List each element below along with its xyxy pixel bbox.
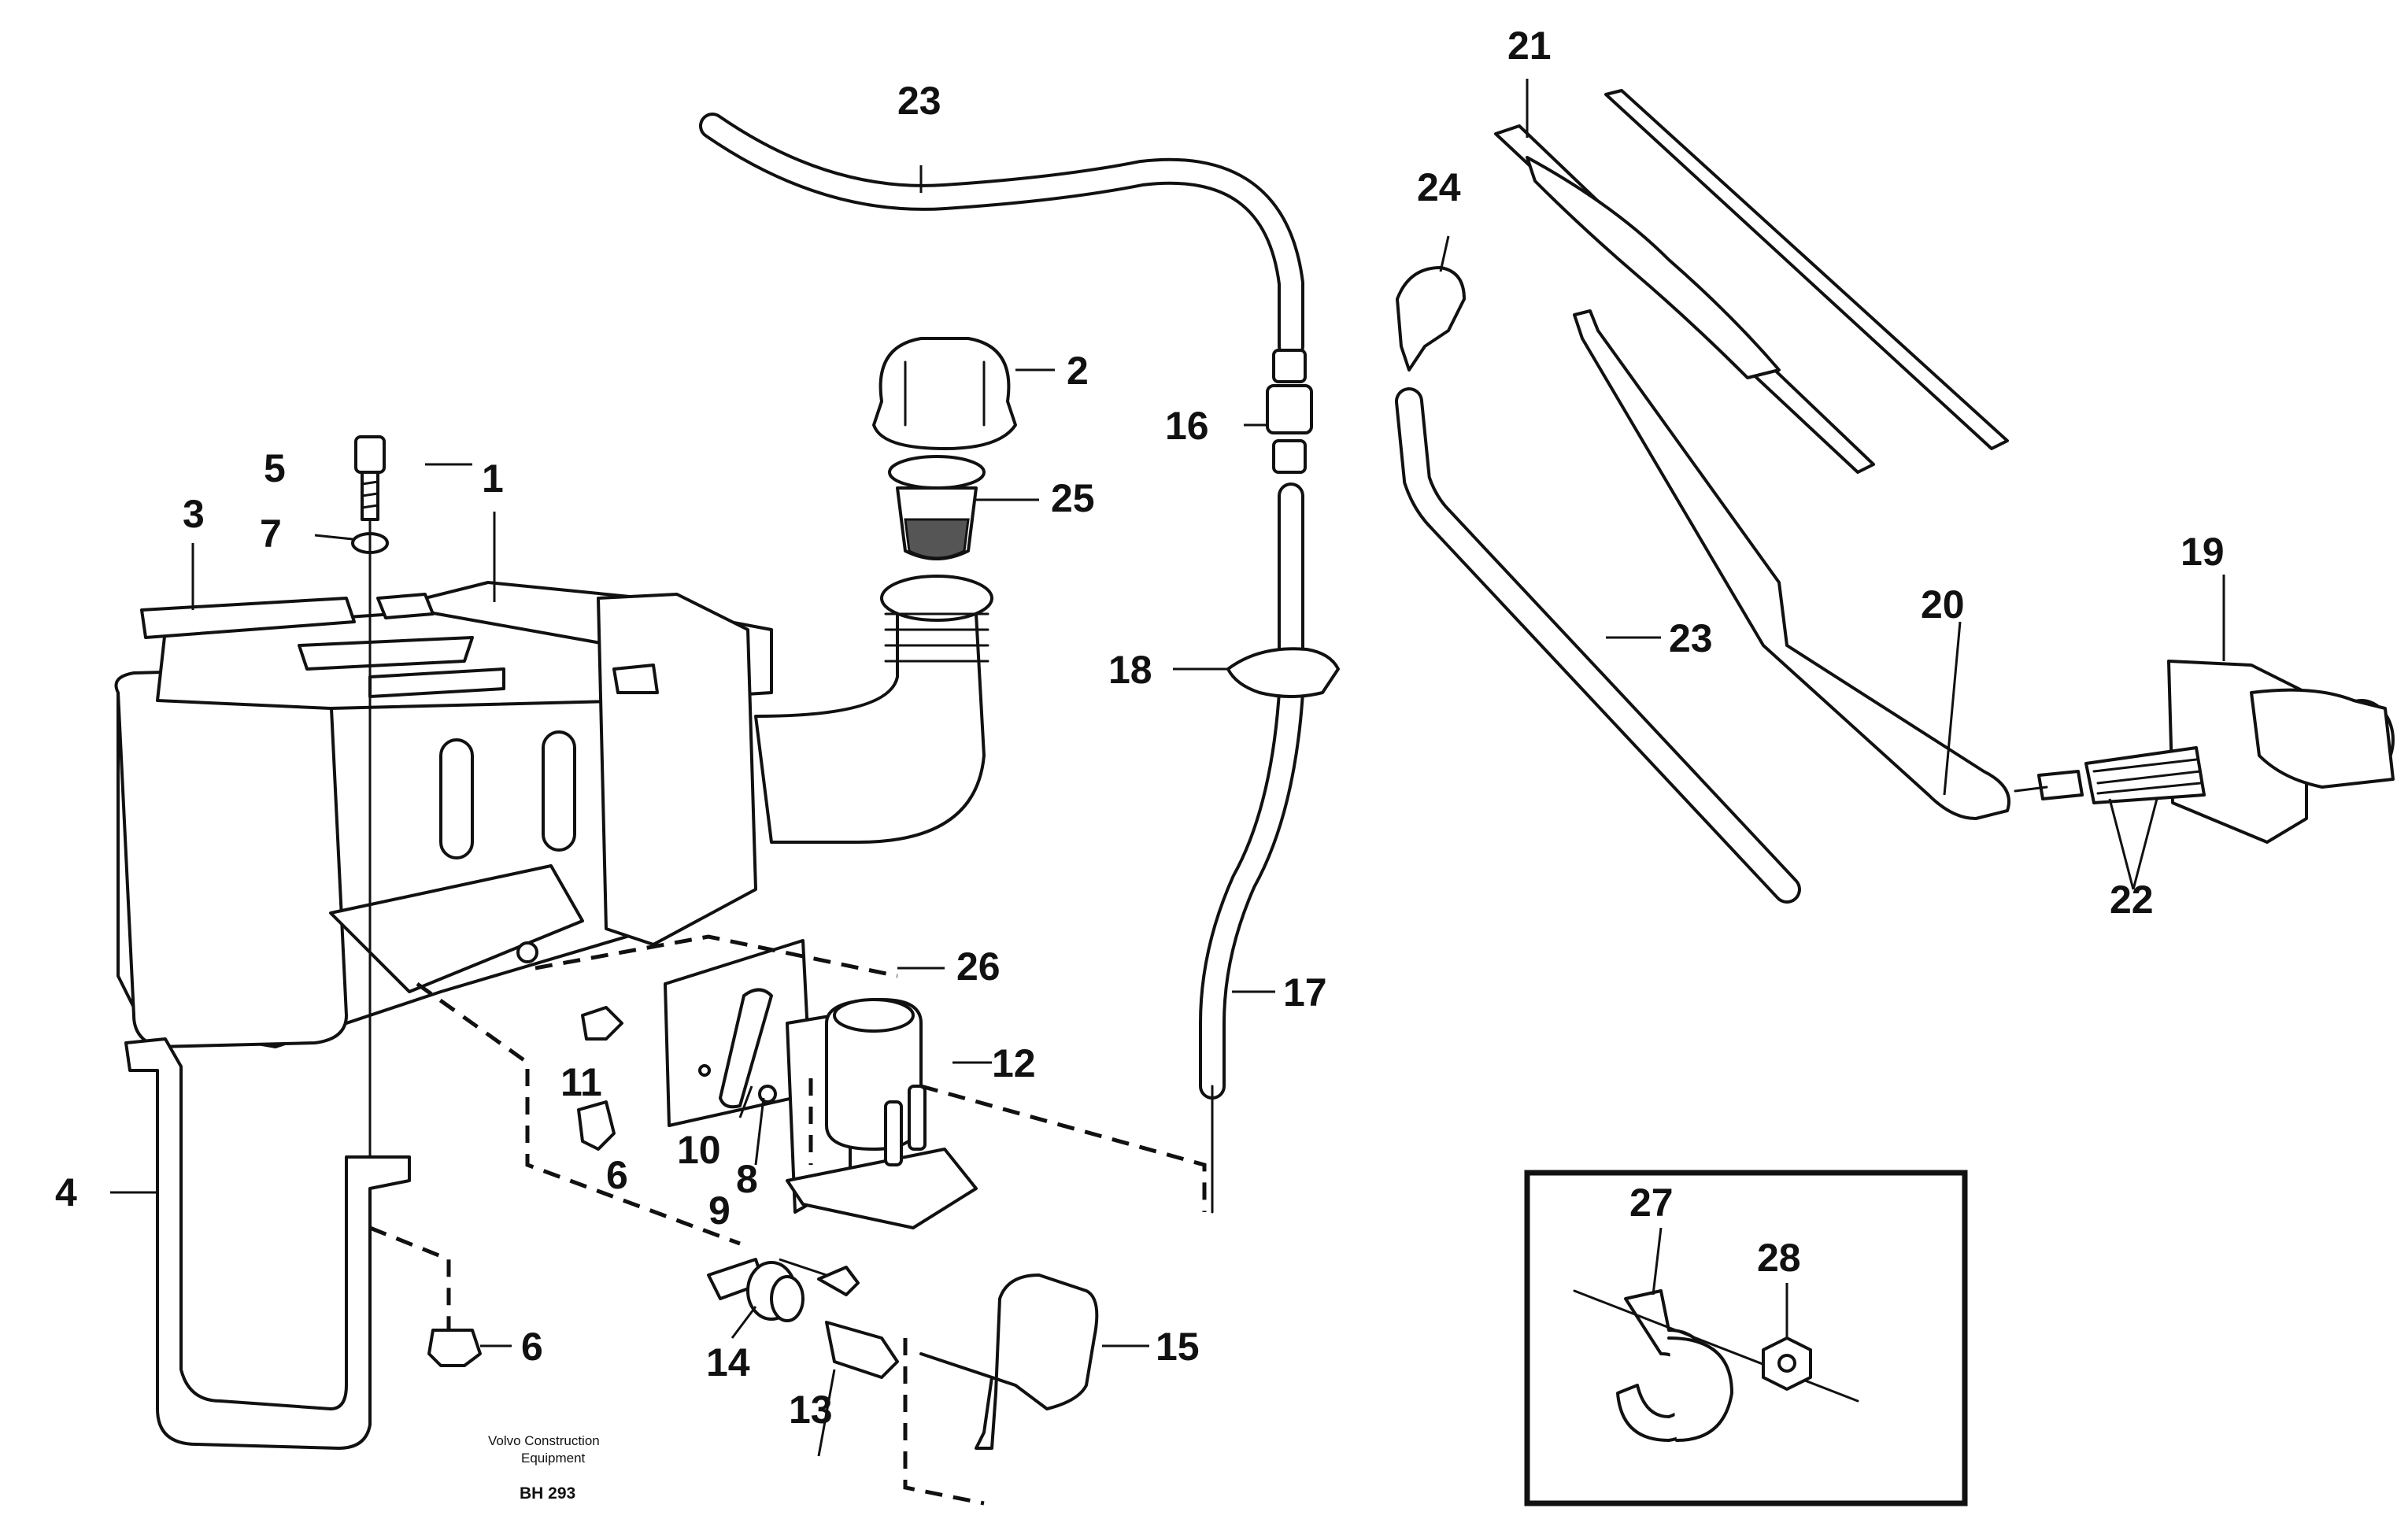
nut — [427, 1329, 482, 1367]
callout-16: 16 — [1165, 404, 1209, 448]
callout-7: 7 — [260, 512, 282, 556]
callout-9: 9 — [708, 1188, 731, 1233]
callout-10: 10 — [677, 1128, 721, 1172]
callout-23-right: 23 — [1669, 616, 1713, 660]
callout-26: 26 — [956, 944, 1001, 989]
callout-27: 27 — [1629, 1181, 1674, 1225]
callout-22: 22 — [2110, 878, 2154, 922]
callout-20: 20 — [1921, 582, 1965, 627]
caption-line-1: Volvo Construction — [488, 1433, 600, 1448]
callout-24: 24 — [1417, 165, 1461, 209]
callout-2: 2 — [1067, 349, 1089, 393]
figure-code: BH 293 — [520, 1484, 575, 1503]
callout-18: 18 — [1108, 648, 1152, 692]
callout-17: 17 — [1283, 970, 1327, 1015]
callout-6-lower: 6 — [521, 1325, 543, 1369]
callout-23-upper: 23 — [897, 79, 941, 123]
connector — [825, 1321, 899, 1379]
callout-19: 19 — [2181, 530, 2225, 574]
pump-bracket — [664, 939, 812, 1127]
callout-15: 15 — [1156, 1325, 1200, 1369]
filler-cap — [872, 337, 1017, 450]
wiper-motor — [2037, 660, 2395, 844]
figure-caption: Volvo Construction Equipment BH 293 — [488, 1433, 600, 1503]
callout-28: 28 — [1757, 1236, 1801, 1280]
nut — [577, 1100, 616, 1151]
callout-6-upper: 6 — [606, 1153, 628, 1197]
hose-upper — [699, 113, 1304, 360]
screw — [581, 1006, 623, 1041]
grommet — [707, 1258, 805, 1322]
wiper-arm — [1573, 309, 2010, 820]
callout-8: 8 — [736, 1157, 758, 1201]
callout-3: 3 — [183, 492, 205, 536]
callout-4: 4 — [55, 1170, 77, 1214]
wiper-blade — [1494, 89, 2009, 474]
hose-clip — [1226, 647, 1340, 698]
callout-25: 25 — [1051, 476, 1095, 520]
leader-lines — [110, 79, 2225, 1457]
callout-labels: 1 2 3 4 5 6 6 7 8 9 10 11 12 13 14 15 16… — [55, 24, 2225, 1432]
label-plate — [140, 597, 356, 639]
callout-21: 21 — [1507, 24, 1552, 68]
detail-inset — [1524, 1170, 1968, 1506]
washer-pump — [786, 998, 978, 1229]
bolt — [354, 435, 386, 521]
caption-line-2: Equipment — [521, 1451, 586, 1466]
hose-loop — [919, 1273, 1099, 1450]
callout-1: 1 — [482, 457, 504, 501]
strainer — [888, 455, 986, 560]
callout-14: 14 — [706, 1340, 750, 1384]
callout-5: 5 — [264, 446, 286, 490]
washer-reservoir — [114, 575, 993, 1048]
screw-small — [817, 1266, 860, 1296]
mounting-strap — [124, 1037, 411, 1450]
callout-12: 12 — [992, 1041, 1036, 1085]
hose-connector — [1266, 349, 1313, 474]
callout-11: 11 — [560, 1060, 602, 1104]
washer-nozzle — [1396, 266, 1466, 372]
callout-13: 13 — [789, 1388, 833, 1432]
